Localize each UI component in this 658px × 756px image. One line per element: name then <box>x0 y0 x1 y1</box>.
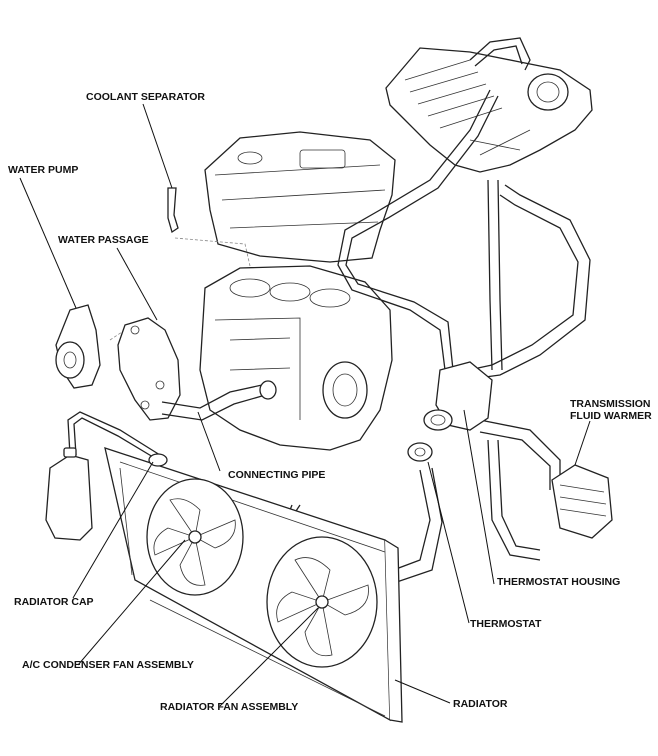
coolant-reservoir <box>45 447 93 541</box>
label-radiator: RADIATOR <box>453 698 508 710</box>
label-transmission-fluid-warmer-2: FLUID WARMER <box>570 410 652 422</box>
water-pump-part <box>55 304 101 389</box>
label-thermostat-housing: THERMOSTAT HOUSING <box>497 576 620 588</box>
label-water-pump: WATER PUMP <box>8 164 78 176</box>
coolant-hoses <box>67 37 591 593</box>
thermostat-housing-part <box>423 361 493 431</box>
coolant-separator-part <box>167 187 179 234</box>
label-coolant-separator: COOLANT SEPARATOR <box>86 91 205 103</box>
label-ac-condenser-fan-assembly: A/C CONDENSER FAN ASSEMBLY <box>22 659 194 671</box>
intake-manifold <box>385 47 593 173</box>
transmission-fluid-warmer-part <box>551 464 613 539</box>
water-passage-part <box>117 317 181 421</box>
radiator-fan <box>266 536 378 668</box>
ac-condenser-fan <box>146 478 244 596</box>
leader-lines <box>19 103 591 707</box>
radiator-cap-part <box>148 453 168 467</box>
label-transmission-fluid-warmer-1: TRANSMISSION <box>570 398 651 410</box>
thermostat-part <box>407 442 433 462</box>
label-connecting-pipe: CONNECTING PIPE <box>228 469 325 481</box>
connecting-pipe-part <box>161 380 277 421</box>
assembly-guide-line <box>174 237 251 267</box>
label-radiator-fan-assembly: RADIATOR FAN ASSEMBLY <box>160 701 298 713</box>
label-thermostat: THERMOSTAT <box>470 618 542 630</box>
label-radiator-cap: RADIATOR CAP <box>14 596 94 608</box>
cylinder-head <box>204 131 396 263</box>
label-water-passage: WATER PASSAGE <box>58 234 149 246</box>
cylinder-block <box>199 265 393 451</box>
